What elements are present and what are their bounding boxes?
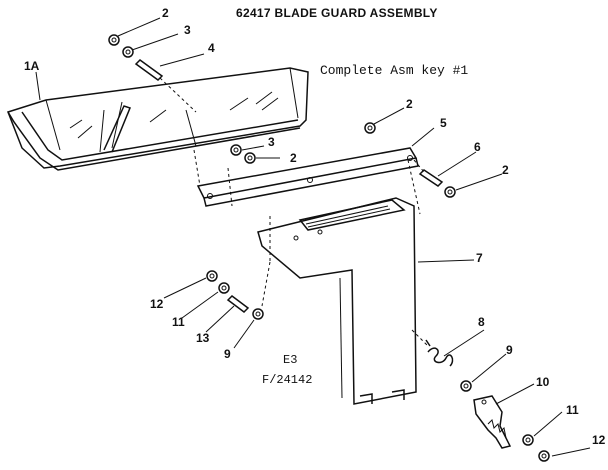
- callout-9-left: 9: [224, 347, 231, 361]
- callout-2-right: 2: [502, 163, 509, 177]
- spring: [411, 329, 454, 367]
- callout-8: 8: [478, 315, 485, 329]
- support-bar: [193, 147, 419, 207]
- callout-7: 7: [476, 251, 483, 265]
- riving-plate: [257, 197, 417, 405]
- callout-12-right: 12: [592, 433, 606, 447]
- upper-hardware: [108, 34, 197, 113]
- callout-12-left: 12: [150, 297, 164, 311]
- lower-hardware-left: [206, 270, 264, 320]
- diagram-title: 62417 BLADE GUARD ASSEMBLY: [236, 6, 438, 20]
- callout-13: 13: [196, 331, 210, 345]
- callout-11-right: 11: [566, 403, 579, 417]
- bar-hardware-right: [364, 122, 456, 215]
- code-e3: E3: [283, 353, 298, 367]
- blade-guard-shield: [7, 67, 309, 171]
- code-f: F/24142: [262, 373, 313, 387]
- bar-hardware-left: [230, 144, 256, 164]
- callout-11-left: 11: [172, 315, 185, 329]
- callout-2-top: 2: [162, 6, 169, 20]
- complete-asm-note: Complete Asm key #1: [320, 63, 469, 78]
- callout-10: 10: [536, 375, 550, 389]
- callout-6: 6: [474, 140, 481, 154]
- callout-4: 4: [208, 41, 215, 55]
- leader-lines: [35, 17, 591, 457]
- callout-1a: 1A: [24, 59, 40, 73]
- callout-3-mid: 3: [268, 135, 275, 149]
- callout-2-right-top: 2: [406, 97, 413, 111]
- lower-hardware-right: [460, 380, 550, 462]
- callout-9-right: 9: [506, 343, 513, 357]
- callout-2-mid: 2: [290, 151, 297, 165]
- callout-3-top: 3: [184, 23, 191, 37]
- callout-5: 5: [440, 116, 447, 130]
